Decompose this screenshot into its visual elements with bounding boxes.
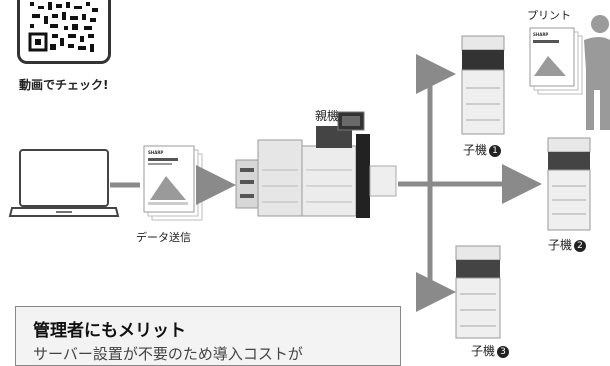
document-stack-icon: SHARP: [143, 145, 203, 221]
svg-text:SHARP: SHARP: [148, 150, 163, 155]
qr-pattern: [26, 0, 102, 56]
parent-printer-icon: [235, 111, 397, 218]
merit-panel: [15, 306, 401, 366]
data-send-label: データ送信: [136, 231, 191, 244]
svg-text:SHARP: SHARP: [533, 32, 548, 37]
qr-caption: 動画でチェック!: [19, 78, 109, 92]
print-label: プリント: [527, 9, 571, 22]
printed-output-icon: SHARP: [529, 27, 583, 95]
child1-copier-icon: [461, 35, 505, 135]
child3-copier-icon: [455, 245, 501, 339]
qr-code[interactable]: [17, 0, 111, 64]
merit-title: 管理者にもメリット: [33, 321, 186, 341]
child2-copier-icon: [547, 137, 591, 231]
child1-number: 1: [489, 144, 502, 157]
network-diagram: SHARP: [8, 15, 610, 339]
person-icon: [584, 15, 610, 130]
child3-number: 3: [497, 345, 510, 358]
merit-text: サーバー設置が不要のため導入コストが: [33, 345, 303, 363]
child2-number: 2: [574, 239, 587, 252]
laptop-icon: [8, 149, 120, 217]
parent-label: 親機: [315, 109, 340, 123]
distribution-arrows: [398, 54, 542, 312]
